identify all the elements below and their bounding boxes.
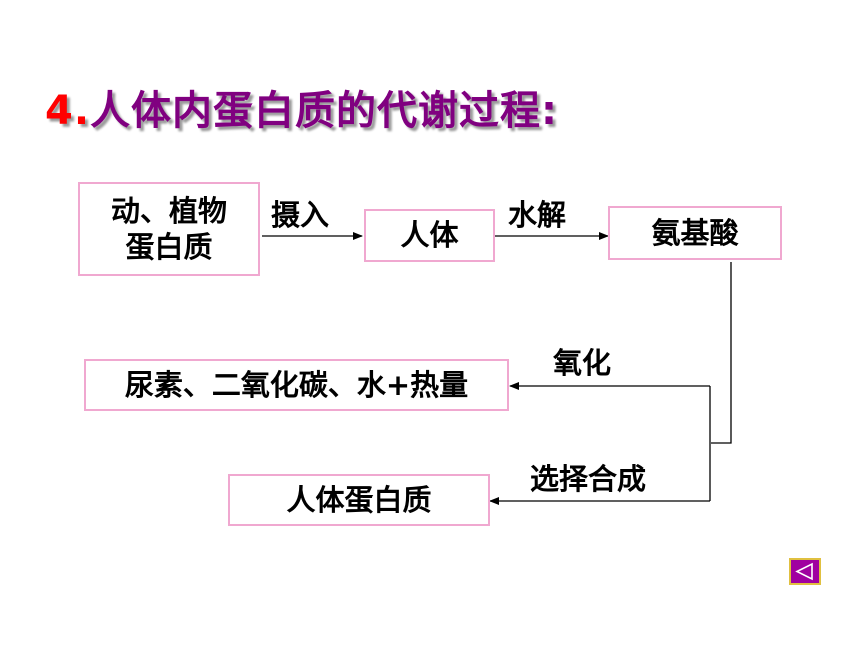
node-amino-acids-label: 氨基酸 (651, 215, 739, 250)
title-text: 人体内蛋白质的代谢过程: (90, 88, 559, 134)
node-food-protein-line2: 蛋白质 (125, 230, 213, 264)
node-food-protein: 动、植物 蛋白质 (78, 182, 260, 276)
node-food-protein-line1: 动、植物 (110, 193, 227, 228)
node-oxidation-products-label: 尿素、二氧化碳、水+热量 (124, 367, 469, 402)
previous-slide-button[interactable] (789, 558, 821, 585)
node-amino-acids: 氨基酸 (608, 206, 782, 260)
node-human-body-label: 人体 (400, 218, 459, 253)
node-human-body: 人体 (364, 209, 495, 262)
page-title: 4.人体内蛋白质的代谢过程: (45, 78, 558, 136)
edge-label-hydrolysis: 水解 (508, 198, 567, 232)
node-oxidation-products: 尿素、二氧化碳、水+热量 (84, 359, 509, 411)
node-body-protein-label: 人体蛋白质 (286, 482, 432, 517)
edge-label-intake: 摄入 (271, 198, 330, 232)
triangle-left-icon (795, 562, 813, 581)
title-number: 4. (45, 88, 91, 134)
branch-line (711, 262, 732, 444)
edge-label-synthesis: 选择合成 (530, 462, 647, 496)
edge-label-oxidation: 氧化 (553, 346, 612, 380)
node-body-protein: 人体蛋白质 (228, 474, 490, 526)
